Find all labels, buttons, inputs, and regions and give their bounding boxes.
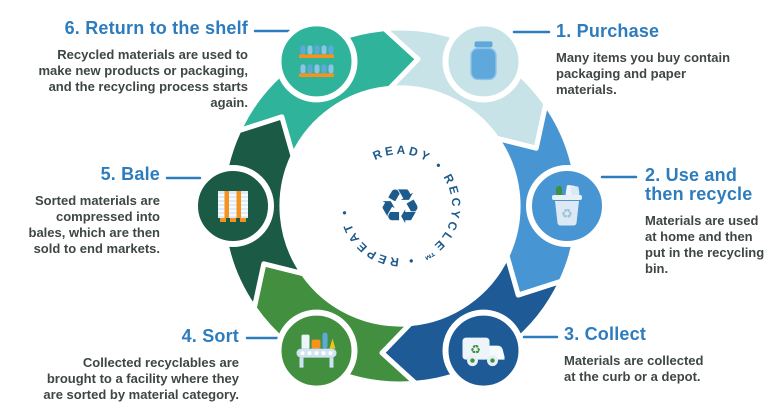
step-return-label: 6. Return to the shelf Recycled material… bbox=[36, 18, 249, 111]
jar-icon bbox=[470, 41, 497, 81]
step-purchase-label: 1. Purchase Many items you buy contain p… bbox=[556, 22, 732, 98]
step-use-recycle-label: 2. Use and then recycle Materials are us… bbox=[645, 166, 768, 277]
bale-icon bbox=[218, 191, 248, 222]
step-bale-heading: 5. Bale bbox=[100, 164, 160, 184]
step-bale-description: Sorted materials are compressed into bal… bbox=[28, 192, 161, 257]
step-sort-description: Collected recyclables are brought to a f… bbox=[43, 354, 239, 403]
step-sort-heading: 4. Sort bbox=[181, 326, 239, 346]
step-use-recycle-heading: 2. Use and then recycle bbox=[645, 165, 753, 204]
step-bale-label: 5. Bale Sorted materials are compressed … bbox=[19, 164, 161, 257]
step-return-heading: 6. Return to the shelf bbox=[64, 18, 248, 38]
step-use-recycle-description: Materials are used at home and then put … bbox=[645, 212, 765, 277]
recycle-symbol-icon: ♻︎ bbox=[378, 179, 421, 235]
step-return-description: Recycled materials are used to make new … bbox=[38, 46, 249, 111]
svg-text:♻︎: ♻︎ bbox=[470, 343, 481, 357]
step-sort-label: 4. Sort Collected recyclables are brough… bbox=[43, 327, 239, 403]
step-collect-heading: 3. Collect bbox=[564, 324, 647, 344]
return-icon-circle bbox=[275, 20, 358, 103]
step-purchase-heading: 1. Purchase bbox=[556, 21, 660, 41]
step-purchase-description: Many items you buy contain packaging and… bbox=[556, 49, 731, 98]
shelf-icon bbox=[299, 45, 334, 77]
step-collect-description: Materials are collected at the curb or a… bbox=[564, 352, 704, 384]
collection-truck-icon: ♻︎ bbox=[462, 337, 505, 367]
sorting-conveyor-icon bbox=[296, 332, 337, 368]
recycling-bin-icon: ♻︎ bbox=[552, 184, 582, 226]
svg-text:♻︎: ♻︎ bbox=[561, 207, 573, 222]
step-collect-label: 3. Collect Materials are collected at th… bbox=[564, 325, 740, 385]
